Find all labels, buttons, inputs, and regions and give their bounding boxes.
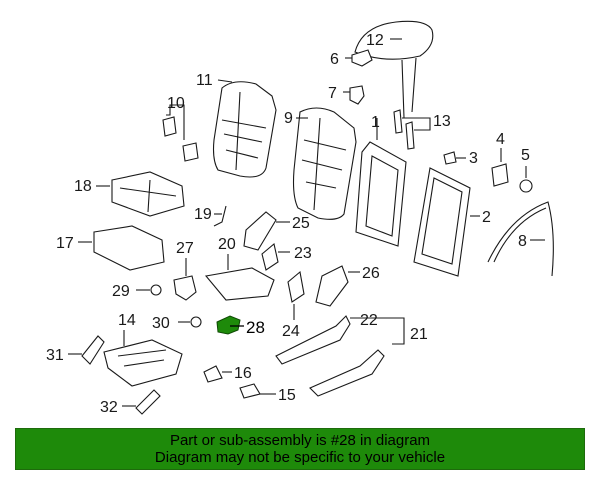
part-7-guide <box>343 85 365 105</box>
part-13-guides <box>393 109 431 150</box>
callout-20: 20 <box>218 236 236 253</box>
part-28-highlighted <box>216 315 244 335</box>
part-8-trim-strip <box>487 201 554 277</box>
part-4-cover <box>491 148 509 187</box>
callout-24: 24 <box>282 323 300 340</box>
part-19-wire <box>213 205 227 227</box>
part-12-headrest <box>354 20 434 119</box>
part-32-handle <box>122 389 161 415</box>
part-26-cover <box>315 265 360 307</box>
part-24-cover <box>287 270 305 320</box>
part-17-cushion-pad <box>78 225 165 271</box>
callout-21: 21 <box>410 326 428 343</box>
callout-15: 15 <box>278 387 296 404</box>
callout-30: 30 <box>152 315 170 332</box>
part-11-trim-cover <box>212 81 277 178</box>
part-14-cushion-frame <box>103 330 183 387</box>
callout-18: 18 <box>74 178 92 195</box>
callout-27: 27 <box>176 240 194 257</box>
callout-26: 26 <box>362 265 380 282</box>
part-18-cushion-trim <box>96 171 185 217</box>
callout-2: 2 <box>482 209 491 226</box>
callout-31: 31 <box>46 347 64 364</box>
part-30-clip <box>178 316 202 328</box>
callout-11: 11 <box>196 72 213 89</box>
callout-14: 14 <box>118 312 136 329</box>
callout-17: 17 <box>56 235 74 252</box>
callout-9: 9 <box>284 110 293 127</box>
callout-25: 25 <box>292 215 310 232</box>
callout-3: 3 <box>469 150 478 167</box>
info-banner: Part or sub-assembly is #28 in diagram D… <box>15 428 585 470</box>
part-6-clip <box>345 49 373 67</box>
parts-diagram: 12 6 7 13 11 10 9 1 <box>46 20 554 416</box>
callout-10: 10 <box>167 95 185 112</box>
callout-29: 29 <box>112 283 130 300</box>
banner-line-2: Diagram may not be specific to your vehi… <box>154 449 446 466</box>
callout-5: 5 <box>521 147 530 164</box>
part-1-seatback-frame <box>355 141 407 247</box>
part-9-seatback-pad <box>292 107 357 220</box>
callout-28: 28 <box>246 318 265 337</box>
part-5-knob <box>519 166 533 193</box>
callout-23: 23 <box>294 245 312 262</box>
part-29-clip <box>136 284 162 296</box>
part-20-panel <box>204 254 275 301</box>
callout-1: 1 <box>371 114 380 131</box>
part-31-link <box>68 335 105 365</box>
callout-4: 4 <box>496 131 505 148</box>
part-15-bracket <box>239 383 276 399</box>
callout-22: 22 <box>360 312 378 329</box>
callout-8: 8 <box>518 233 527 250</box>
callout-7: 7 <box>328 85 337 102</box>
callout-19: 19 <box>194 206 212 223</box>
part-25-panel <box>243 211 290 251</box>
part-23-bracket <box>261 242 290 271</box>
part-22-seat-track <box>275 315 405 397</box>
callout-12: 12 <box>366 32 384 49</box>
callout-16: 16 <box>234 365 252 382</box>
callout-32: 32 <box>100 399 118 416</box>
part-27-clip <box>173 258 197 301</box>
part-16-bracket <box>203 365 232 383</box>
part-3-clip <box>443 151 466 165</box>
part-10-brackets <box>162 104 199 162</box>
part-2-back-panel <box>413 167 480 277</box>
banner-line-1: Part or sub-assembly is #28 in diagram <box>169 432 431 449</box>
callout-6: 6 <box>330 51 339 68</box>
callout-13: 13 <box>433 113 451 130</box>
